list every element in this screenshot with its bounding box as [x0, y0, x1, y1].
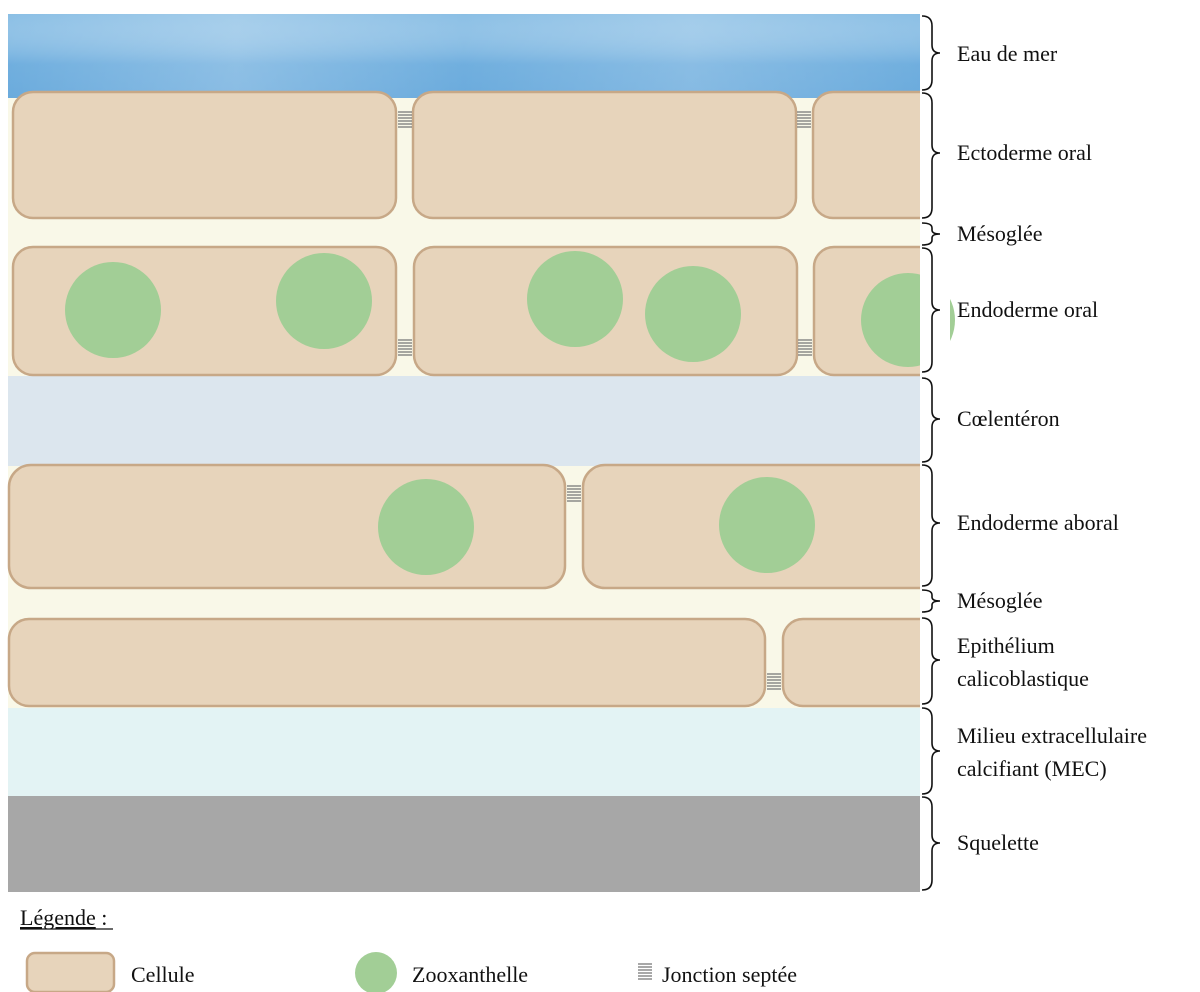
- label-ecto: Ectoderme oral: [957, 140, 1092, 165]
- aboral-endoderm-cell-1: [7, 463, 567, 590]
- coelenteron-layer: [8, 376, 920, 466]
- bracket-eau: [921, 15, 941, 91]
- bracket-endo-oral: [921, 247, 941, 373]
- legend-junction-label: Jonction septée: [662, 962, 797, 987]
- zooxanthella: [276, 253, 372, 349]
- ectoderm-cell-2: [411, 90, 798, 220]
- legend: Légende : Cellule Zooxanthelle Jonction …: [20, 905, 797, 992]
- bracket-meso1: [921, 222, 941, 246]
- zooxanthella: [719, 477, 815, 573]
- legend-cell-label: Cellule: [131, 962, 195, 987]
- label-endo-oral: Endoderme oral: [957, 297, 1098, 322]
- legend-title: Légende :: [20, 905, 107, 930]
- bracket-endo-aboral: [921, 464, 941, 587]
- label-eau: Eau de mer: [957, 41, 1058, 66]
- legend-title-word: Légende: [20, 905, 96, 930]
- label-sq: Squelette: [957, 830, 1039, 855]
- bracket-meso2: [921, 589, 941, 613]
- layer-labels: Eau de mer Ectoderme oral Mésoglée Endod…: [957, 41, 1152, 855]
- label-endo-aboral: Endoderme aboral: [957, 510, 1119, 535]
- skeleton-layer: [8, 796, 920, 892]
- ecm-layer: [8, 708, 920, 796]
- bracket-mec: [921, 707, 941, 795]
- legend-title-colon: :: [96, 905, 108, 930]
- legend-zooxanthella-swatch: [355, 952, 397, 992]
- right-edge-mask: [920, 0, 950, 900]
- calicoblastic-cell-1: [7, 617, 767, 708]
- label-meso1: Mésoglée: [957, 221, 1043, 246]
- label-coel: Cœlentéron: [957, 406, 1060, 431]
- zooxanthella: [527, 251, 623, 347]
- bracket-coel: [921, 377, 941, 463]
- bracket-ecto: [921, 92, 941, 219]
- label-meso2: Mésoglée: [957, 588, 1043, 613]
- calicoblastic-cell-2: [781, 617, 945, 708]
- zooxanthella: [65, 262, 161, 358]
- bracket-epi: [921, 617, 941, 705]
- zooxanthella: [645, 266, 741, 362]
- brackets: [921, 15, 941, 891]
- legend-zooxanthella-label: Zooxanthelle: [412, 962, 528, 987]
- legend-cell-swatch: [25, 951, 116, 992]
- ectoderm-cell-1: [11, 90, 398, 220]
- label-mec: Milieu extracellulaire calcifiant (MEC): [957, 723, 1152, 781]
- zooxanthella: [378, 479, 474, 575]
- label-epi: Epithélium calicoblastique: [957, 633, 1089, 691]
- bracket-sq: [921, 796, 941, 891]
- legend-junction-icon: [637, 963, 653, 980]
- zooxanthellae: [65, 251, 955, 575]
